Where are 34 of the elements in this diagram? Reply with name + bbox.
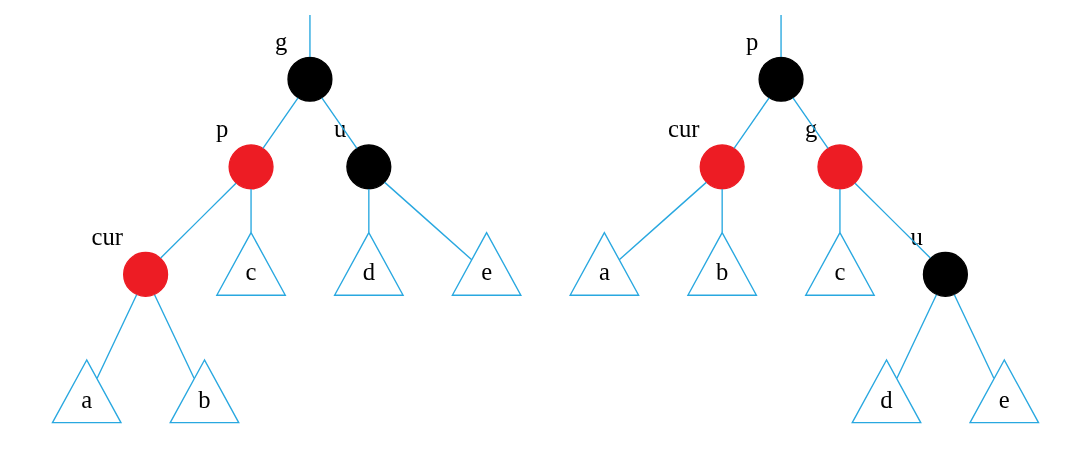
node-circle: [758, 56, 804, 102]
connector: [262, 97, 299, 150]
node-label: u: [910, 222, 923, 250]
connector: [250, 188, 252, 234]
connector: [618, 181, 707, 261]
node-circle: [922, 251, 968, 297]
connector: [854, 182, 931, 259]
connector: [160, 182, 237, 259]
node-label: cur: [668, 115, 700, 143]
node-label: p: [216, 115, 229, 143]
node-circle: [699, 144, 745, 190]
connector: [839, 188, 841, 234]
node-circle: [228, 144, 274, 190]
node-label: u: [333, 115, 347, 143]
node-label: g: [275, 27, 288, 55]
connector: [309, 14, 311, 58]
connector: [780, 14, 782, 58]
connector: [953, 294, 995, 379]
connector: [721, 188, 723, 234]
connector: [153, 294, 195, 379]
node-circle: [123, 251, 169, 297]
connector: [733, 97, 770, 150]
connector: [368, 188, 370, 234]
connector: [792, 97, 829, 150]
node-label: cur: [91, 222, 123, 250]
node-circle: [346, 144, 392, 190]
node-label: g: [805, 115, 818, 143]
node-circle: [287, 56, 333, 102]
node-label: p: [746, 27, 759, 55]
connector: [384, 181, 473, 261]
connector: [96, 294, 138, 379]
connector: [321, 97, 358, 150]
connector: [896, 294, 938, 379]
node-circle: [817, 144, 863, 190]
